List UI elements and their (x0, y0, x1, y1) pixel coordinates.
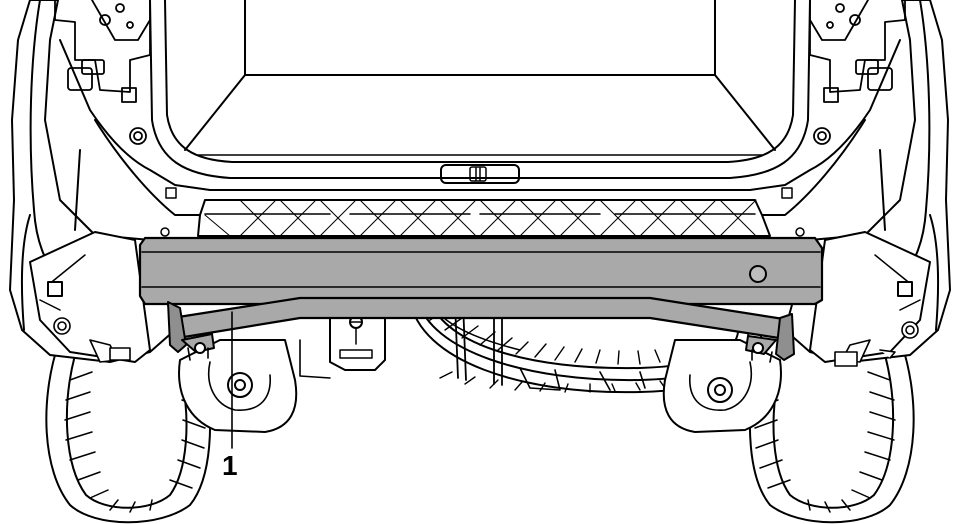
crossbar (167, 296, 795, 363)
boot-opening (149, 0, 811, 184)
right-bumper-corner (809, 231, 931, 367)
bumper-beam (138, 236, 824, 306)
mesh-panel (197, 199, 771, 237)
callout-label-1: 1 (222, 450, 238, 481)
left-bumper-corner (29, 231, 151, 363)
